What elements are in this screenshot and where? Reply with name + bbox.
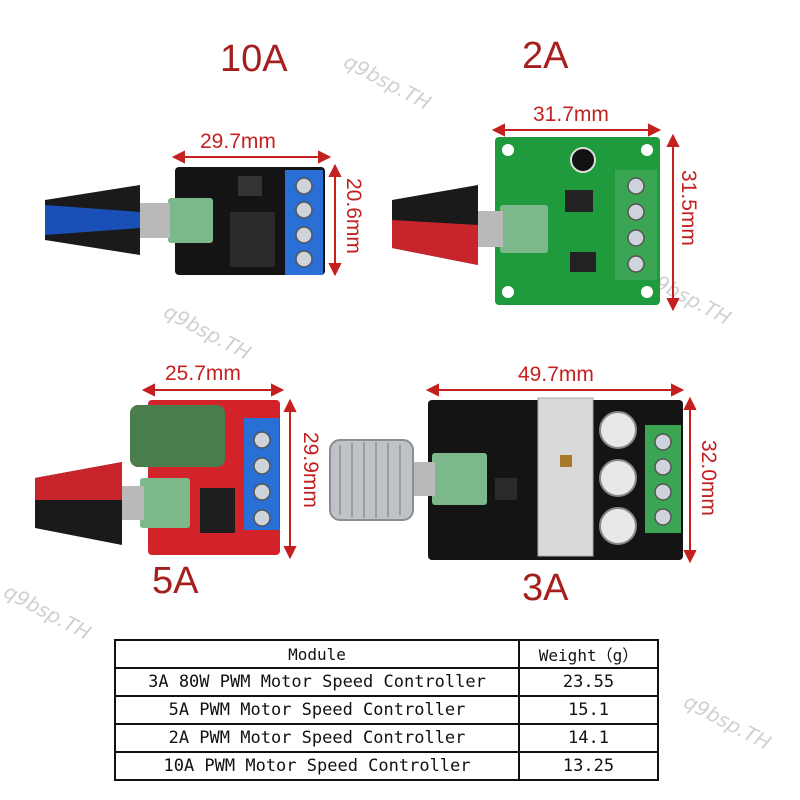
table-cell-weight: 23.55 — [518, 667, 659, 697]
dimension-arrows — [491, 123, 680, 312]
module-5a-label: 5A — [152, 560, 199, 602]
table-cell-module: 3A 80W PWM Motor Speed Controller — [114, 667, 520, 697]
table-cell-module: 2A PWM Motor Speed Controller — [114, 723, 520, 753]
module-2a-width: 31.7mm — [533, 103, 609, 126]
capacitor — [570, 147, 596, 173]
module-2a-label: 2A — [522, 35, 569, 77]
potentiometer — [168, 198, 213, 243]
pot-shaft — [478, 211, 503, 247]
table-cell-module: 10A PWM Motor Speed Controller — [114, 751, 520, 781]
table-row: 5A PWM Motor Speed Controller 15.1 — [114, 695, 659, 725]
knob — [329, 439, 414, 521]
terminal-screws — [627, 177, 645, 273]
dimension-arrows — [171, 150, 342, 277]
table-cell-weight: 15.1 — [518, 695, 659, 725]
heatsink — [537, 397, 594, 557]
pot-shaft — [413, 462, 435, 496]
potentiometer — [140, 478, 190, 528]
capacitors — [599, 411, 637, 545]
table-row: 10A PWM Motor Speed Controller 13.25 — [114, 751, 659, 781]
module-10a-width: 29.7mm — [200, 130, 276, 153]
terminal-screws — [253, 431, 271, 527]
dimension-arrows — [141, 383, 297, 560]
table-header-row: Module Weight（g） — [114, 639, 659, 669]
pot-shaft — [120, 486, 144, 520]
weight-table: Module Weight（g） 3A 80W PWM Motor Speed … — [114, 639, 659, 781]
module-5a-width: 25.7mm — [165, 362, 241, 385]
table-cell-weight: 13.25 — [518, 751, 659, 781]
pot-shaft — [140, 203, 170, 238]
terminal-screws — [295, 177, 313, 268]
knob-stripe — [392, 220, 478, 265]
table-row: 3A 80W PWM Motor Speed Controller 23.55 — [114, 667, 659, 697]
table-cell-weight: 14.1 — [518, 723, 659, 753]
knob-stripe — [35, 462, 122, 500]
mounting-holes — [502, 144, 653, 298]
dimension-arrows — [425, 383, 697, 564]
table-row: 2A PWM Motor Speed Controller 14.1 — [114, 723, 659, 753]
capacitor — [130, 405, 225, 467]
table-cell-module: 5A PWM Motor Speed Controller — [114, 695, 520, 725]
ic-chip — [238, 176, 262, 196]
mosfet-chip — [200, 488, 235, 533]
heatsink-screw — [560, 455, 572, 467]
module-10a-label: 10A — [220, 38, 288, 80]
knob-ridges — [339, 442, 401, 518]
table-header-module: Module — [114, 639, 520, 669]
module-3a-width: 49.7mm — [518, 363, 594, 386]
knob-stripe — [45, 205, 140, 235]
potentiometer — [500, 205, 548, 253]
ic-chip — [495, 478, 517, 500]
potentiometer — [432, 453, 487, 505]
ic-chip — [565, 190, 593, 212]
mosfet-chip — [230, 212, 275, 267]
terminal-screws — [654, 433, 672, 526]
ic-chip — [570, 252, 596, 272]
module-3a-label: 3A — [522, 567, 569, 609]
table-header-weight: Weight（g） — [518, 639, 659, 669]
